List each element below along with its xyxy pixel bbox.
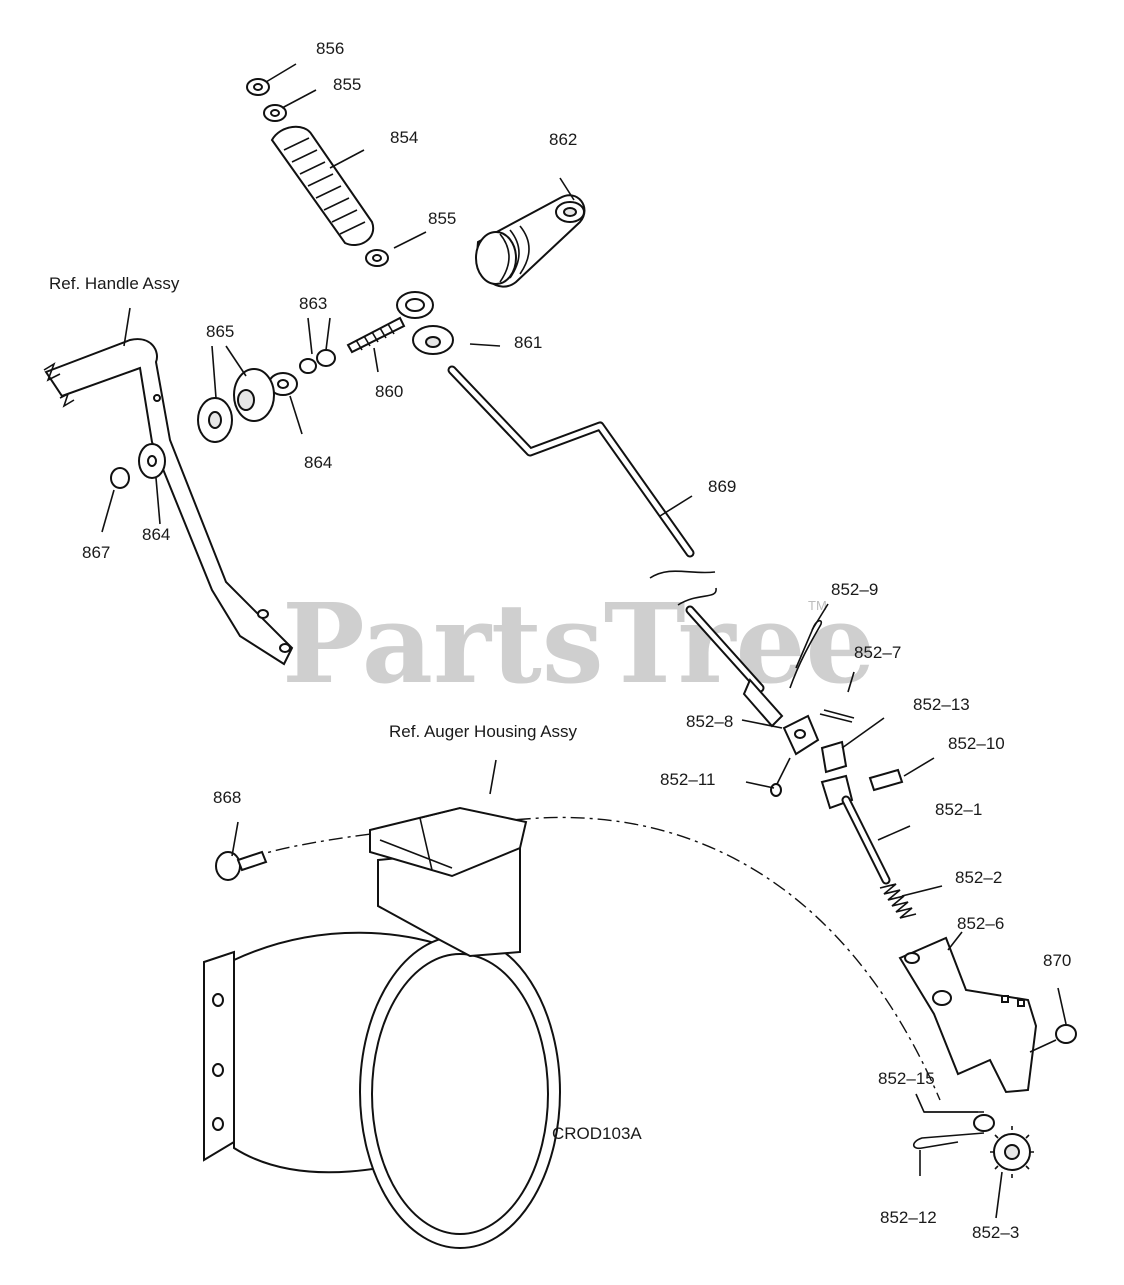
part-852-13-block[interactable]: [820, 740, 848, 774]
label-869: 869: [708, 477, 736, 496]
part-860-eyebolt[interactable]: [346, 291, 434, 354]
part-852-10-pin[interactable]: [868, 768, 904, 792]
part-865-pulley[interactable]: [197, 368, 275, 443]
part-856-washer[interactable]: [246, 78, 270, 96]
label-852-3: 852–3: [972, 1223, 1019, 1242]
label-852-13: 852–13: [913, 695, 970, 714]
part-855-washer-top[interactable]: [263, 104, 287, 122]
label-ref-handle: Ref. Handle Assy: [49, 274, 180, 293]
label-868: 868: [213, 788, 241, 807]
label-865: 865: [206, 322, 234, 341]
label-856: 856: [316, 39, 344, 58]
auger-housing: [203, 806, 561, 1249]
label-852-11: 852–11: [660, 770, 715, 789]
part-852-8-clevis[interactable]: [742, 678, 820, 756]
label-852-7: 852–7: [854, 643, 901, 662]
leader-lines: [101, 63, 1067, 1219]
watermark: PartsTree: [282, 579, 876, 708]
part-870-nut[interactable]: [1029, 1024, 1077, 1053]
label-867: 867: [82, 543, 110, 562]
label-852-2: 852–2: [955, 868, 1002, 887]
label-860: 860: [375, 382, 403, 401]
part-869-rod[interactable]: [447, 365, 765, 693]
label-ref-auger: Ref. Auger Housing Assy: [389, 722, 578, 741]
part-867-nut[interactable]: [110, 467, 130, 489]
part-864-washer-lower[interactable]: [138, 443, 166, 479]
label-864-upper: 864: [304, 453, 332, 472]
handle-assembly: [43, 338, 294, 666]
drawing-code: CROD103A: [552, 1124, 642, 1143]
part-861-bushing[interactable]: [412, 325, 454, 355]
label-852-12: 852–12: [880, 1208, 937, 1227]
label-852-15: 852–15: [878, 1069, 935, 1088]
label-855-top: 855: [333, 75, 361, 94]
part-852-3-gear[interactable]: [990, 1126, 1034, 1178]
label-854: 854: [390, 128, 418, 147]
part-854-grip[interactable]: [270, 125, 375, 246]
label-861: 861: [514, 333, 542, 352]
label-852-10: 852–10: [948, 734, 1005, 753]
part-868-bolt[interactable]: [215, 850, 268, 881]
label-852-9: 852–9: [831, 580, 878, 599]
label-855-mid: 855: [428, 209, 456, 228]
label-863: 863: [299, 294, 327, 313]
label-852-1: 852–1: [935, 800, 982, 819]
part-852-2-spring[interactable]: [879, 883, 917, 919]
watermark-trademark: TM: [808, 598, 827, 613]
label-852-6: 852–6: [957, 914, 1004, 933]
part-862-knob[interactable]: [475, 194, 586, 288]
label-870: 870: [1043, 951, 1071, 970]
part-863-nuts[interactable]: [299, 349, 336, 374]
part-852-6-bracket[interactable]: [898, 936, 1038, 1094]
label-864-lower: 864: [142, 525, 170, 544]
part-852-7-cotter-pin[interactable]: [819, 709, 855, 723]
part-864-washer-upper[interactable]: [268, 372, 298, 396]
part-852-1-shaft[interactable]: [820, 774, 891, 885]
part-852-11-screw[interactable]: [770, 757, 791, 797]
label-852-8: 852–8: [686, 712, 733, 731]
part-855-washer-mid[interactable]: [365, 249, 389, 267]
part-852-12-hairpin[interactable]: [912, 1132, 985, 1150]
part-852-15-washer[interactable]: [973, 1114, 995, 1132]
swing-arc: [249, 816, 941, 1101]
label-862: 862: [549, 130, 577, 149]
